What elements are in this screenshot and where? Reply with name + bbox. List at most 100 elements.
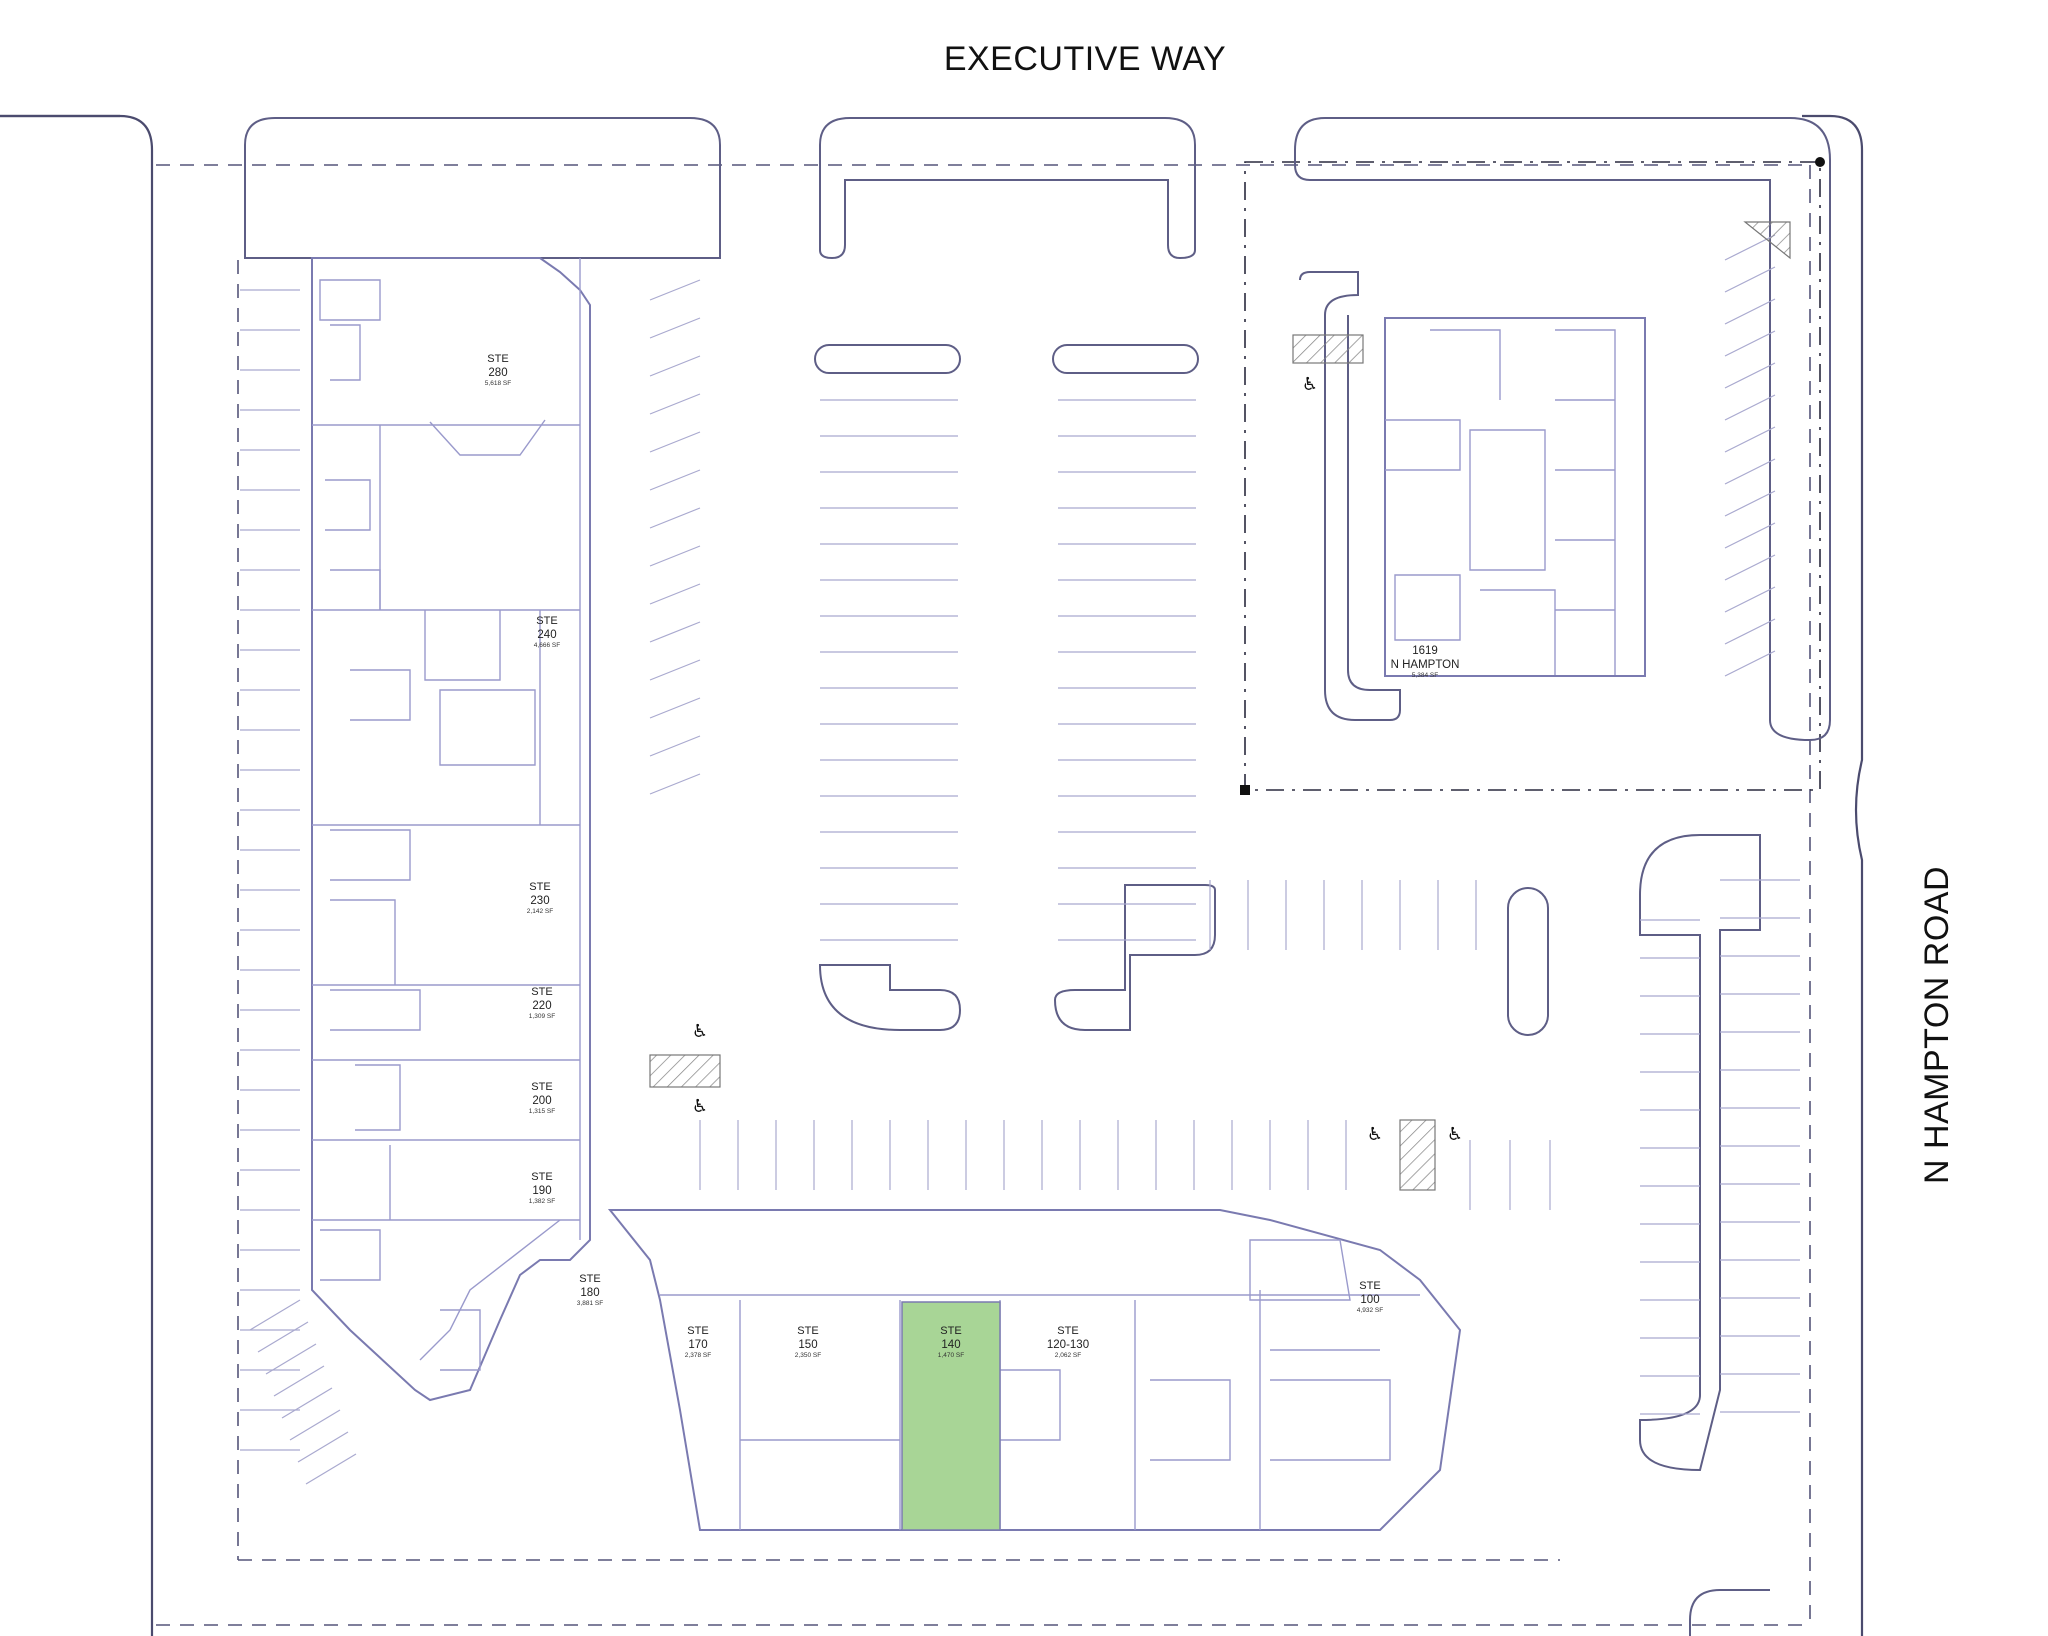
svg-text:4,932 SF: 4,932 SF (1357, 1307, 1383, 1314)
parking-stall-line (1724, 298, 1776, 325)
accessible-parking-symbols: ♿ ♿ ♿ ♿ ♿ (692, 374, 1463, 1145)
parking-stall-line (297, 1431, 349, 1463)
svg-text:140: 140 (941, 1339, 960, 1351)
accessible-parking-icon: ♿ (692, 1096, 708, 1117)
svg-text:STE: STE (1057, 1325, 1078, 1337)
parking-stall-line (649, 583, 701, 605)
parking-stall-line (257, 1321, 309, 1353)
svg-text:STE: STE (579, 1273, 600, 1285)
parking-stall-line (1724, 362, 1776, 389)
parking-stall-line (1724, 330, 1776, 357)
parking-stall-line (1724, 650, 1776, 677)
parking-stall-line (649, 545, 701, 567)
parking-stall-line (649, 431, 701, 453)
accessible-parking-icon: ♿ (1367, 1124, 1383, 1145)
suite-label-150: STE 150 2,350 SF (795, 1325, 821, 1359)
suite-label-240: STE 240 4,666 SF (534, 615, 560, 649)
parking-stall-line (1724, 522, 1776, 549)
parking-stall-line (249, 1299, 301, 1331)
svg-text:280: 280 (488, 367, 507, 379)
parking-stall-line (649, 773, 701, 795)
accessible-parking-icon: ♿ (1302, 374, 1318, 395)
parking-stall-line (649, 735, 701, 757)
svg-text:STE: STE (940, 1325, 961, 1337)
parking-stall-line (273, 1365, 325, 1397)
svg-text:220: 220 (532, 1000, 551, 1012)
accessible-parking-icon: ♿ (692, 1021, 708, 1042)
svg-text:240: 240 (537, 629, 556, 641)
parking-stall-line (649, 659, 701, 681)
parking-stall-line (1724, 618, 1776, 645)
svg-text:STE: STE (487, 353, 508, 365)
svg-text:180: 180 (580, 1287, 599, 1299)
svg-text:150: 150 (798, 1339, 817, 1351)
svg-text:STE: STE (531, 1081, 552, 1093)
parking-stall-line (1724, 586, 1776, 613)
suite-label-200: STE 200 1,315 SF (529, 1081, 555, 1115)
parking-stall-line (281, 1387, 333, 1419)
parking-stall-line (649, 317, 701, 339)
svg-text:3,881 SF: 3,881 SF (577, 1300, 603, 1307)
parking-stall-line (649, 697, 701, 719)
svg-text:5,384 SF: 5,384 SF (1412, 672, 1438, 679)
svg-text:STE: STE (797, 1325, 818, 1337)
parking-stall-line (305, 1453, 357, 1485)
curb-islands-top (244, 117, 1831, 742)
svg-text:5,618 SF: 5,618 SF (485, 380, 511, 387)
building-1619 (1299, 271, 1646, 721)
parking-stall-line (1724, 394, 1776, 421)
parking-stall-line (1724, 426, 1776, 453)
suite-label-170: STE 170 2,378 SF (685, 1325, 711, 1359)
parking-stall-line (1724, 490, 1776, 517)
svg-text:STE: STE (531, 1171, 552, 1183)
parking-stall-line (265, 1343, 317, 1375)
highlighted-suite-140[interactable] (901, 1301, 1001, 1531)
property-line (1240, 157, 1825, 795)
parking-stall-line (649, 621, 701, 643)
street-label-executive-way: EXECUTIVE WAY (944, 40, 1226, 78)
suite-label-280: STE 280 5,618 SF (485, 353, 511, 387)
parking-stall-line (1724, 458, 1776, 485)
svg-text:1619: 1619 (1412, 645, 1438, 657)
svg-text:190: 190 (532, 1185, 551, 1197)
accessible-parking-icon: ♿ (1447, 1124, 1463, 1145)
drive-aisle-lines (156, 164, 1811, 1626)
parking-stall-line (649, 469, 701, 491)
suite-label-220: STE 220 1,309 SF (529, 986, 555, 1020)
parking-stall-line (1724, 266, 1776, 293)
access-aisles (649, 221, 1791, 1191)
svg-text:2,142 SF: 2,142 SF (527, 908, 553, 915)
svg-text:170: 170 (688, 1339, 707, 1351)
suite-label-100: STE 100 4,932 SF (1357, 1280, 1383, 1314)
suite-label-120-130: STE 120-130 2,062 SF (1047, 1325, 1089, 1359)
svg-text:1,382 SF: 1,382 SF (529, 1198, 555, 1205)
suite-label-140: STE 140 1,470 SF (938, 1325, 964, 1359)
parking-stalls (240, 234, 1800, 1485)
main-building (311, 257, 1462, 1531)
svg-text:1,309 SF: 1,309 SF (529, 1013, 555, 1020)
svg-text:100: 100 (1360, 1294, 1379, 1306)
parking-stall-line (649, 279, 701, 301)
suite-label-230: STE 230 2,142 SF (527, 881, 553, 915)
parking-stall-line (649, 507, 701, 529)
svg-text:2,378 SF: 2,378 SF (685, 1352, 711, 1359)
parking-stall-line (649, 355, 701, 377)
svg-text:120-130: 120-130 (1047, 1339, 1089, 1351)
svg-text:1,315 SF: 1,315 SF (529, 1108, 555, 1115)
svg-text:STE: STE (536, 615, 557, 627)
svg-text:STE: STE (687, 1325, 708, 1337)
parking-stall-line (1724, 554, 1776, 581)
street-label-n-hampton-road: N HAMPTON ROAD (1918, 866, 1956, 1184)
svg-text:2,350 SF: 2,350 SF (795, 1352, 821, 1359)
svg-text:N HAMPTON: N HAMPTON (1391, 659, 1460, 671)
svg-text:200: 200 (532, 1095, 551, 1107)
parking-stall-line (289, 1409, 341, 1441)
building-1619-label: 1619 N HAMPTON 5,384 SF (1391, 645, 1460, 679)
svg-text:230: 230 (530, 895, 549, 907)
svg-text:1,470 SF: 1,470 SF (938, 1352, 964, 1359)
svg-text:STE: STE (531, 986, 552, 998)
road-edges (0, 114, 1864, 1636)
svg-text:STE: STE (529, 881, 550, 893)
suite-label-180: STE 180 3,881 SF (577, 1273, 603, 1307)
